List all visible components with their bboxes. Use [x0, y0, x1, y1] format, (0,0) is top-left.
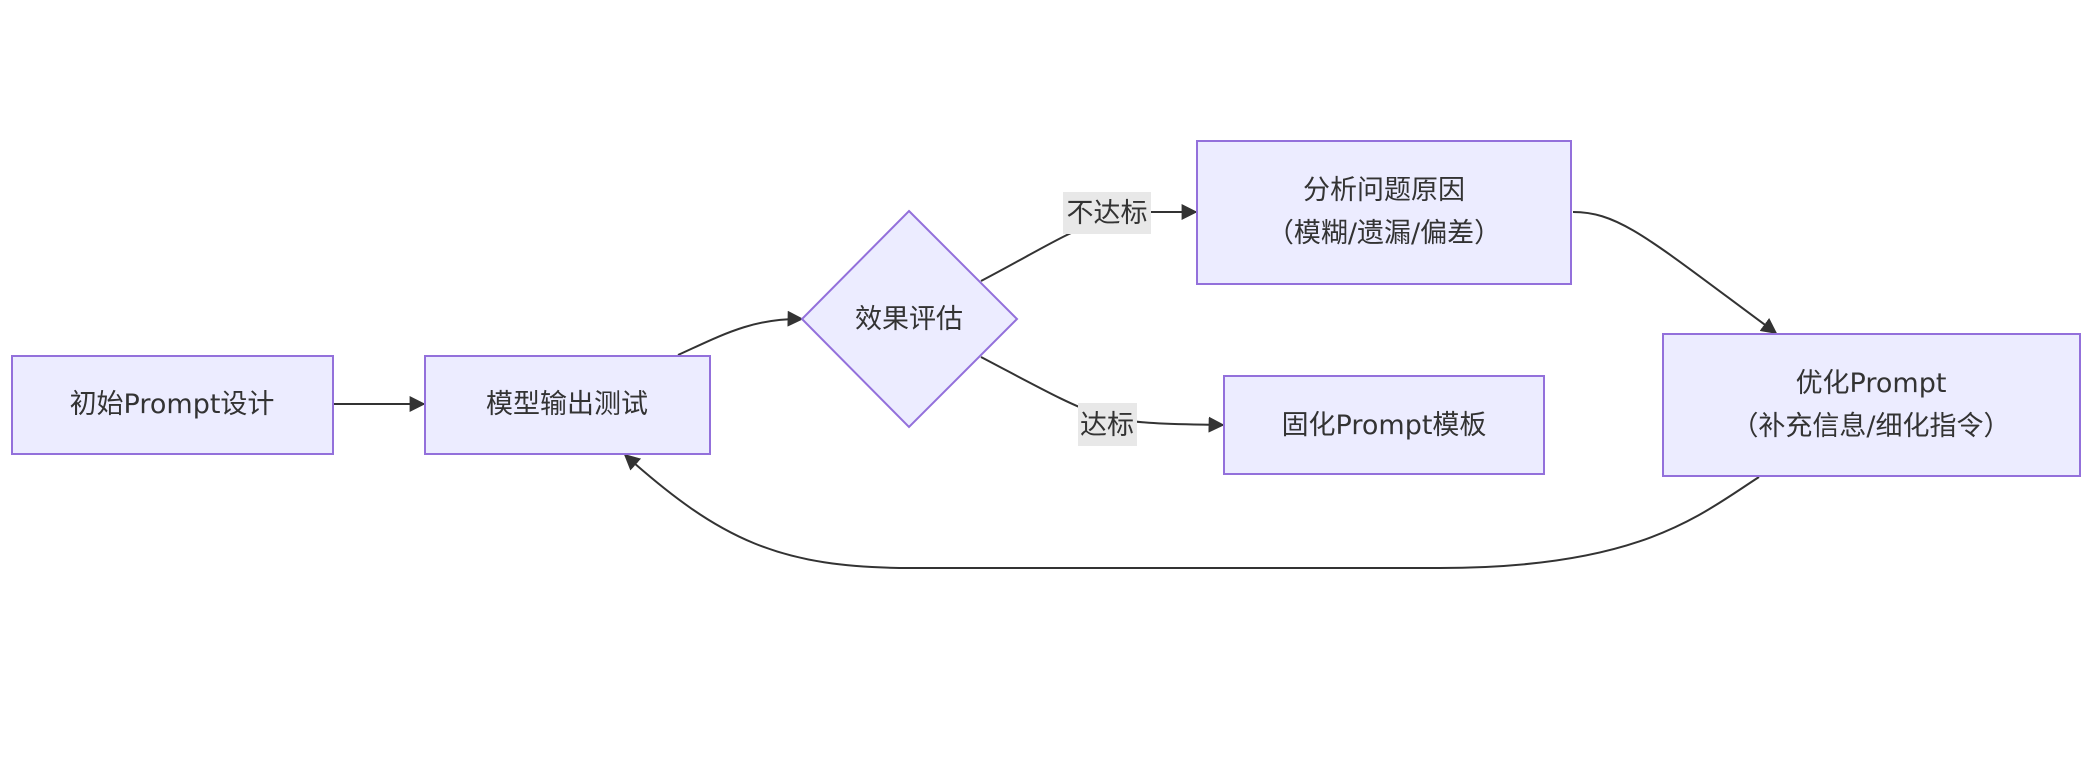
node-test-box [424, 355, 711, 455]
edge-label-pass-text: 达标 [1080, 410, 1134, 441]
node-analyze-label-line1: 分析问题原因 [1303, 175, 1465, 206]
node-optimize-label-line1: 优化Prompt [1796, 368, 1947, 399]
node-test: 模型输出测试 [424, 355, 711, 455]
node-eval-label: 效果评估 [855, 304, 963, 335]
edge-label-fail: 不达标 [1063, 192, 1151, 234]
node-test-label: 模型输出测试 [486, 389, 648, 420]
edge-label-pass: 达标 [1078, 403, 1137, 446]
node-eval: 效果评估 [800, 209, 1019, 429]
edge-label-fail-bg [1063, 192, 1151, 234]
node-fix: 固化Prompt模板 [1223, 375, 1545, 475]
edge-analyze-to-optimize [1572, 211, 1778, 334]
node-eval-diamond [800, 209, 1019, 429]
node-start: 初始Prompt设计 [11, 355, 334, 455]
edge-optimize-to-test [623, 453, 1760, 569]
edge-test-to-eval [677, 310, 804, 356]
edge-label-fail-text: 不达标 [1067, 198, 1148, 229]
node-start-box [11, 355, 334, 455]
node-analyze-box [1196, 140, 1572, 285]
edge-label-pass-bg [1078, 403, 1137, 446]
node-analyze-label-line2: （模糊/遗漏/偏差） [1267, 218, 1501, 249]
node-fix-label: 固化Prompt模板 [1282, 410, 1487, 441]
node-optimize-label-line2: （补充信息/细化指令） [1731, 411, 2010, 442]
node-optimize: 优化Prompt （补充信息/细化指令） [1662, 333, 2081, 477]
node-start-label: 初始Prompt设计 [70, 389, 275, 420]
node-fix-box [1223, 375, 1545, 475]
node-analyze: 分析问题原因 （模糊/遗漏/偏差） [1196, 140, 1572, 285]
node-optimize-box [1662, 333, 2081, 477]
